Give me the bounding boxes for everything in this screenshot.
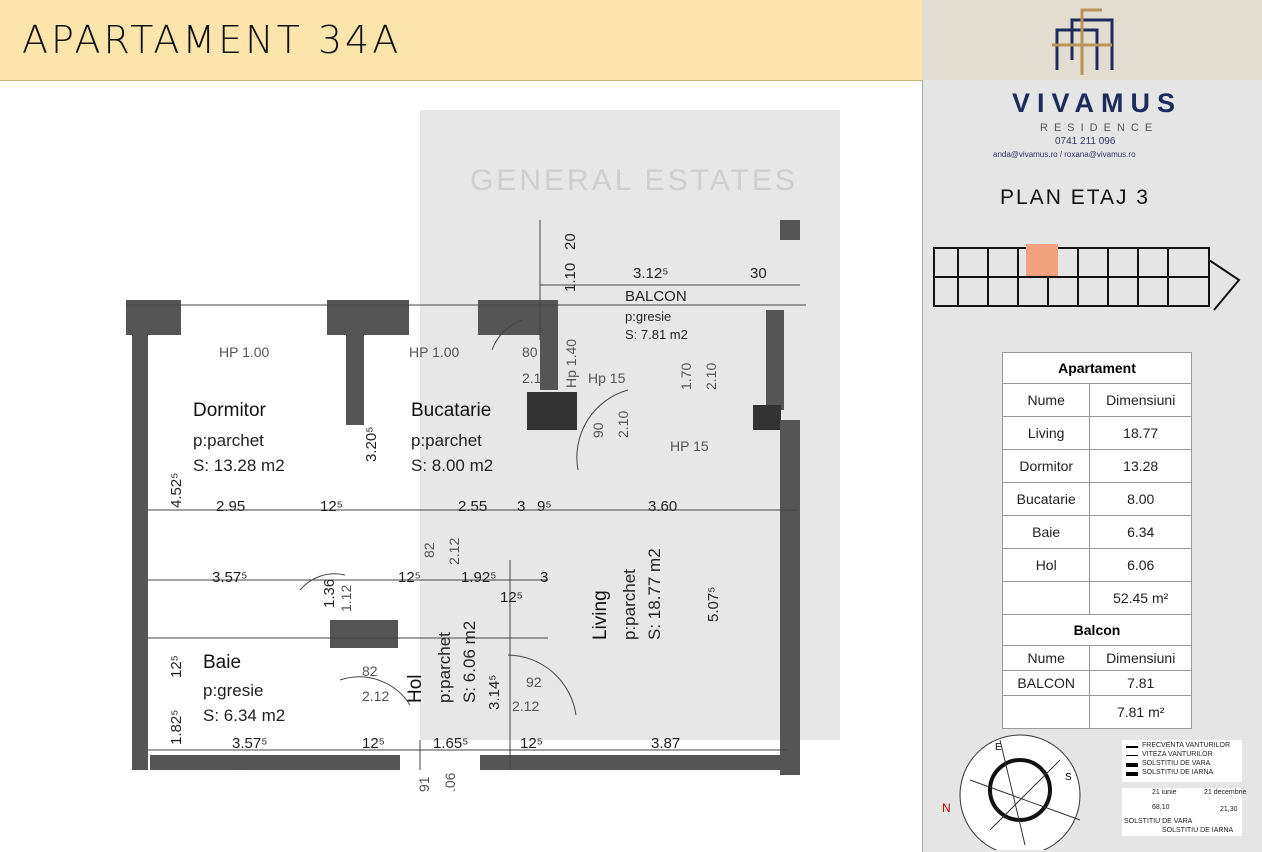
floor-plan: GENERAL ESTATES [126,110,840,775]
dim-label: 1.92⁵ [461,569,497,586]
compass-rose-icon: E S N [942,734,1081,850]
dim-label: Hp 1.40 [563,338,579,388]
dim-label: 3 [540,569,549,586]
room-living-name: Living [590,590,611,640]
dim-label: 1.70 [678,362,694,390]
dim-label: 3.60 [648,498,678,515]
room-living-floor: p:parchet [620,569,639,640]
dim-label: 2.95 [216,498,246,515]
dim-label: 12⁵ [520,735,543,752]
dim-label: 3.14⁵ [486,674,503,710]
dim-label: 1.36 [321,578,338,608]
watermark: GENERAL ESTATES [470,164,798,197]
dim-label: 1.10 [562,262,579,292]
dim-label: 30 [750,265,767,282]
room-baie-name: Baie [203,652,242,673]
room-hol-name: Hol [405,674,426,703]
plan-title: PLAN ETAJ 3 [1000,186,1150,209]
svg-text:S: S [1065,772,1072,783]
header-bar: APARTAMENT 34A [0,0,922,81]
total-row: 52.45 m² [1001,581,1192,615]
dim-label: HP 1.00 [219,344,270,360]
dim-label: 12⁵ [362,735,385,752]
dim-label: 2.12 [512,698,540,714]
apartment-header: Apartament [1002,352,1192,384]
dim-label: 2.55 [458,498,488,515]
dim-label: 20 [562,233,579,250]
room-hol-floor: p:parchet [435,632,454,703]
svg-text:E: E [995,742,1002,753]
wind-legend: FRECVENTA VANTURILOR VITEZA VANTURILOR S… [1122,740,1242,782]
brand-emails: anda@vivamus.ro / roxana@vivamus.ro [993,150,1136,159]
dim-label: 3.57⁵ [232,735,268,752]
room-baie-area: S: 6.34 m2 [203,706,286,725]
room-hol-area: S: 6.06 m2 [460,620,479,703]
dim-label: 3.57⁵ [212,569,248,586]
room-balcon-area: S: 7.81 m2 [625,327,688,342]
svg-text:N: N [942,801,951,815]
brand-sub: RESIDENCE [1040,122,1159,134]
room-living-area: S: 18.77 m2 [645,548,664,640]
dim-label: 5.07⁵ [705,586,722,622]
dim-label: 3.20⁵ [363,426,380,462]
walls [126,220,800,775]
dim-label: HP 1.00 [409,344,460,360]
dim-label: 1/19 [232,761,250,771]
dim-label: 91 [416,776,432,792]
dim-label: 2.10 [703,362,719,390]
dim-label: 12⁵ [398,569,421,586]
dim-label: 80 [522,344,538,360]
dim-label: 9⁵ [537,498,552,515]
dim-label: 1.65⁵ [433,735,469,752]
dim-label: 12⁵ [320,498,343,515]
logo-area [922,0,1262,80]
dim-label: HP 15 [670,438,709,454]
dim-label: 82 [421,542,437,558]
dim-label: 3.12⁵ [633,265,669,282]
room-balcon-name: BALCON [625,288,687,305]
total-row: 7.81 m² [1001,695,1192,729]
dim-label: 12⁵ [168,655,185,678]
building-logo-icon [1052,8,1114,75]
dim-label: 4.52⁵ [168,472,185,508]
apartment-highlight [1026,244,1058,276]
room-baie-floor: p:gresie [203,681,264,700]
dim-label: 90 [590,422,606,438]
dim-label: 3 [517,498,526,515]
room-bucatarie-name: Bucatarie [411,400,492,421]
col-dim: Dimensiuni [1089,383,1192,417]
room-dormitor-name: Dormitor [193,400,266,421]
room-dormitor-area: S: 13.28 m2 [193,456,285,475]
dim-label: 2.12 [446,537,462,565]
page-title: APARTAMENT 34A [22,18,402,62]
dim-label: 2.10 [615,410,631,438]
dim-label: 82 [362,663,378,679]
col-name: Nume [1001,383,1091,417]
dim-label: 1.82⁵ [168,709,185,745]
floor-keyplan [933,244,1241,311]
dim-label: 3.87 [651,735,681,752]
dim-label: 2.10 [522,370,550,386]
room-balcon-floor: p:gresie [625,309,672,324]
dim-label: 12⁵ [500,589,523,606]
dim-label: .06 [442,772,458,792]
room-dormitor-floor: p:parchet [193,431,264,450]
brand-phone: 0741 211 096 [1055,136,1116,147]
dim-label: 92 [526,674,542,690]
brand-name: VIVAMUS [1012,88,1183,118]
room-bucatarie-floor: p:parchet [411,431,482,450]
dim-label: Hp 15 [588,370,626,386]
room-bucatarie-area: S: 8.00 m2 [411,456,494,475]
dim-label: 2.12 [362,688,390,704]
balcon-header: Balcon [1002,614,1192,646]
dim-label: 1.12 [338,584,354,612]
